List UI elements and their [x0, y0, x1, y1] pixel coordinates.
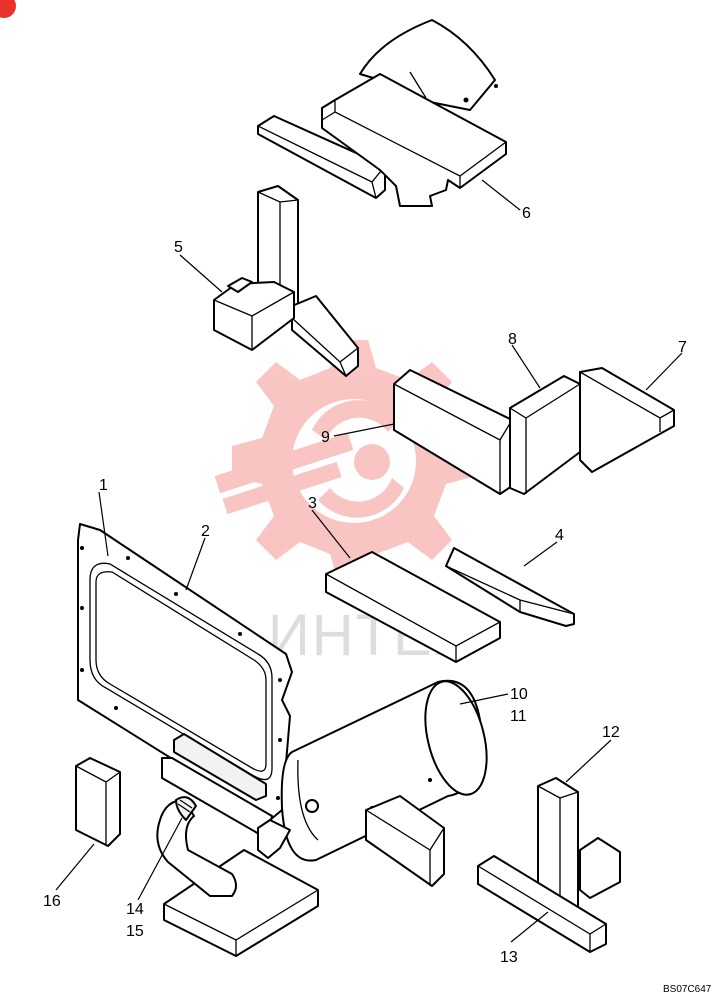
part-5-upright-block	[213, 185, 359, 377]
callout-13: 13	[500, 949, 518, 966]
callout-2: 2	[201, 523, 210, 540]
callout-16: 16	[43, 893, 61, 910]
drawing-code: BS07C647	[663, 984, 712, 995]
part-4-tapered-foam	[445, 547, 575, 627]
part-1-2-window-seal-frame	[77, 523, 293, 839]
callout-4: 4	[555, 527, 564, 544]
callout-12: 12	[602, 724, 620, 741]
part-7-8-9-floor-foam-set	[393, 367, 675, 495]
part-10-11-cylinder-housing	[280, 679, 488, 862]
corner-marker-icon	[0, 0, 16, 18]
callout-6: 6	[522, 205, 531, 222]
callout-8: 8	[508, 331, 517, 348]
part-16-small-block	[75, 757, 121, 847]
callout-labels: 1 2 3 4 5 6 7 8 9 10 11 12 13 14 15 16	[43, 205, 687, 966]
part-3-foam-pad	[325, 551, 501, 663]
callout-9: 9	[321, 429, 330, 446]
callout-1: 1	[99, 477, 108, 494]
callout-11: 11	[510, 708, 527, 725]
callout-5: 5	[174, 239, 183, 256]
callout-7: 7	[678, 339, 687, 356]
callout-10: 10	[510, 686, 528, 703]
part-12-13-cross-support	[477, 777, 621, 953]
callout-3: 3	[308, 495, 317, 512]
callout-15: 15	[126, 923, 144, 940]
base-foam-blocks	[257, 795, 445, 887]
callout-14: 14	[126, 901, 144, 918]
leader-lines	[55, 179, 683, 943]
part-6-top-foam-block	[257, 19, 507, 207]
